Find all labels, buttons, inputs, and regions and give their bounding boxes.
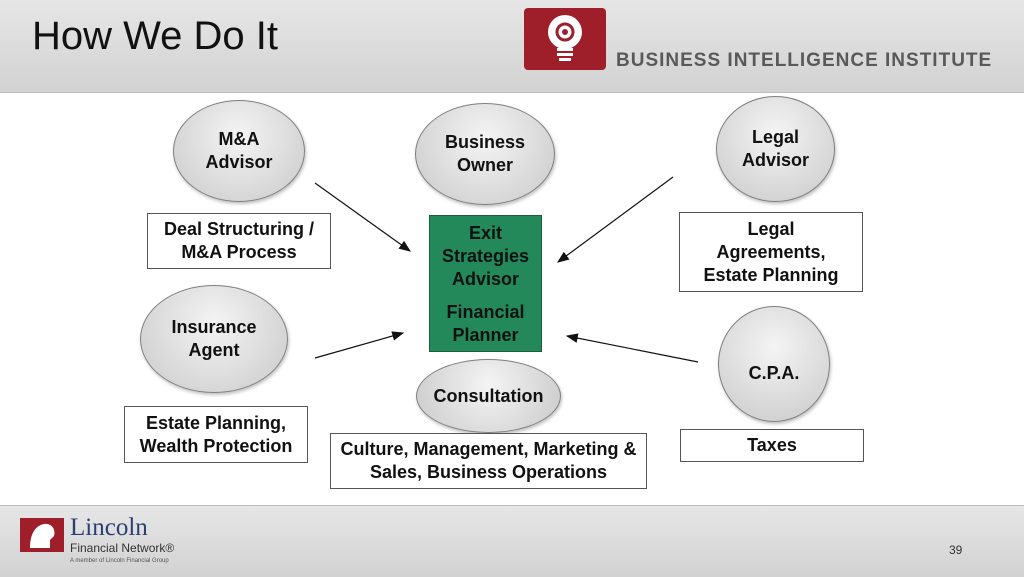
slide-title: How We Do It	[32, 14, 278, 58]
lincoln-logo-subtitle: A member of Lincoln Financial Group	[70, 558, 169, 564]
arrow-legal-to-center	[557, 176, 674, 263]
institute-name: BUSINESS INTELLIGENCE INSTITUTE	[616, 50, 993, 71]
cpa-label: C.P.A.	[748, 362, 800, 383]
cpa-circle: C.P.A.	[718, 306, 830, 422]
consultation-circle: Consultation	[416, 359, 561, 433]
lincoln-logo-icon	[20, 518, 64, 552]
culture-label: Culture, Management, Marketing & Sales, …	[340, 439, 637, 482]
ma-advisor-circle: M&A Advisor	[173, 100, 305, 202]
arrow-cpa-to-center	[565, 333, 699, 363]
estate-planning-label: Estate Planning, Wealth Protection	[139, 412, 293, 456]
lightbulb-icon	[548, 15, 582, 61]
insurance-agent-circle: Insurance Agent	[140, 285, 288, 393]
legal-agreements-box: Legal Agreements, Estate Planning	[679, 212, 863, 292]
business-owner-label: Business Owner	[444, 132, 526, 175]
page-number: 39	[949, 543, 963, 557]
estate-planning-box: Estate Planning, Wealth Protection	[124, 406, 308, 463]
consultation-label: Consultation	[433, 385, 544, 406]
lightbulb-logo	[524, 8, 606, 70]
exit-strategies-box: Exit Strategies Advisor Financial Planne…	[429, 215, 542, 352]
arrow-ma-to-center	[314, 182, 411, 252]
ma-advisor-label: M&A Advisor	[205, 129, 273, 172]
arrow-insurance-to-center	[314, 331, 405, 359]
legal-advisor-label: Legal Advisor	[741, 127, 810, 170]
legal-agreements-label: Legal Agreements, Estate Planning	[703, 218, 839, 285]
deal-structuring-box: Deal Structuring / M&A Process	[147, 213, 331, 269]
business-owner-circle: Business Owner	[415, 103, 555, 205]
lincoln-logo-name: Lincoln	[70, 514, 148, 541]
lincoln-logo-network: Financial Network®	[70, 541, 175, 555]
financial-planner-label: Financial Planner	[446, 302, 525, 345]
taxes-label: Taxes	[747, 435, 797, 455]
footer-band	[0, 505, 1024, 577]
exit-strategies-label: Exit Strategies Advisor	[441, 223, 530, 289]
insurance-agent-label: Insurance Agent	[171, 317, 257, 360]
header-band	[0, 0, 1024, 93]
taxes-box: Taxes	[680, 429, 864, 462]
culture-box: Culture, Management, Marketing & Sales, …	[330, 433, 647, 489]
deal-structuring-label: Deal Structuring / M&A Process	[163, 219, 315, 262]
legal-advisor-circle: Legal Advisor	[716, 96, 835, 202]
